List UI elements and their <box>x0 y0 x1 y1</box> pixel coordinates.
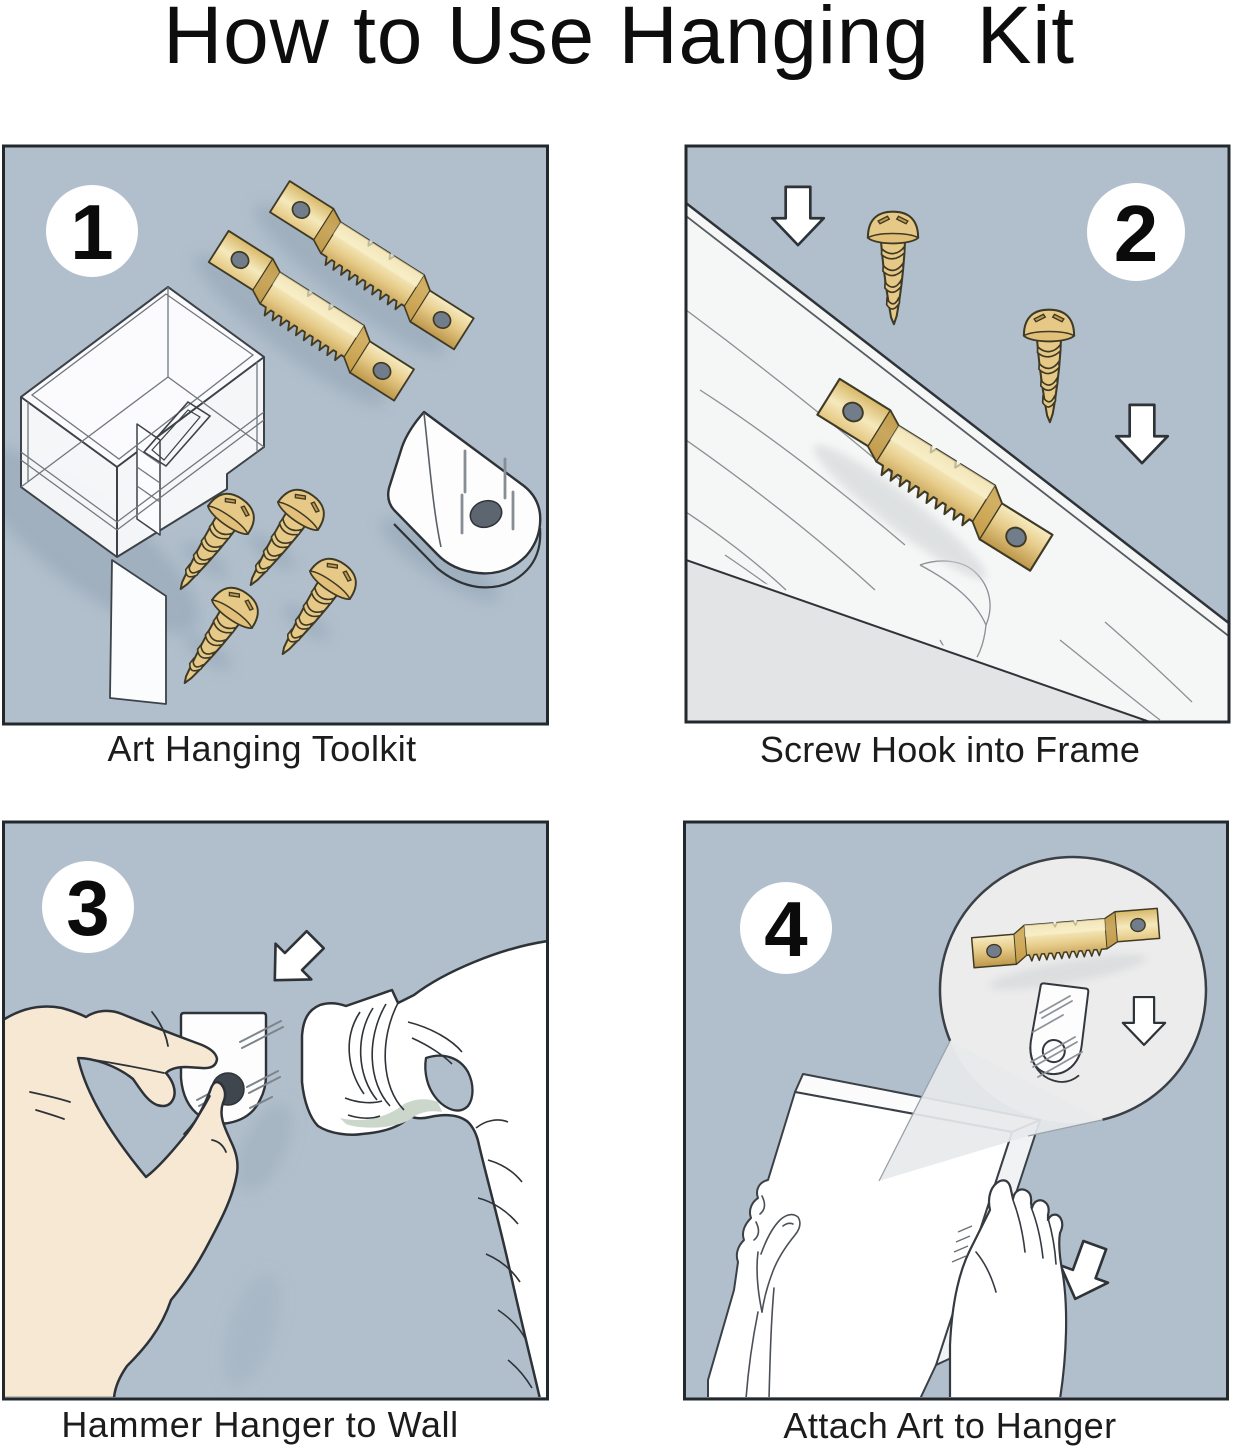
svg-text:1: 1 <box>70 188 113 276</box>
svg-text:4: 4 <box>764 885 807 973</box>
svg-text:Art Hanging Toolkit: Art Hanging Toolkit <box>107 728 416 769</box>
svg-text:Screw Hook into Frame: Screw Hook into Frame <box>760 729 1140 770</box>
svg-text:Hammer Hanger to Wall: Hammer Hanger to Wall <box>61 1404 458 1445</box>
svg-text:2: 2 <box>1114 189 1159 278</box>
svg-text:How to Use Hanging Kit: How to Use Hanging Kit <box>163 0 1075 81</box>
svg-text:3: 3 <box>66 864 109 952</box>
svg-text:Attach Art to Hanger: Attach Art to Hanger <box>783 1405 1116 1446</box>
